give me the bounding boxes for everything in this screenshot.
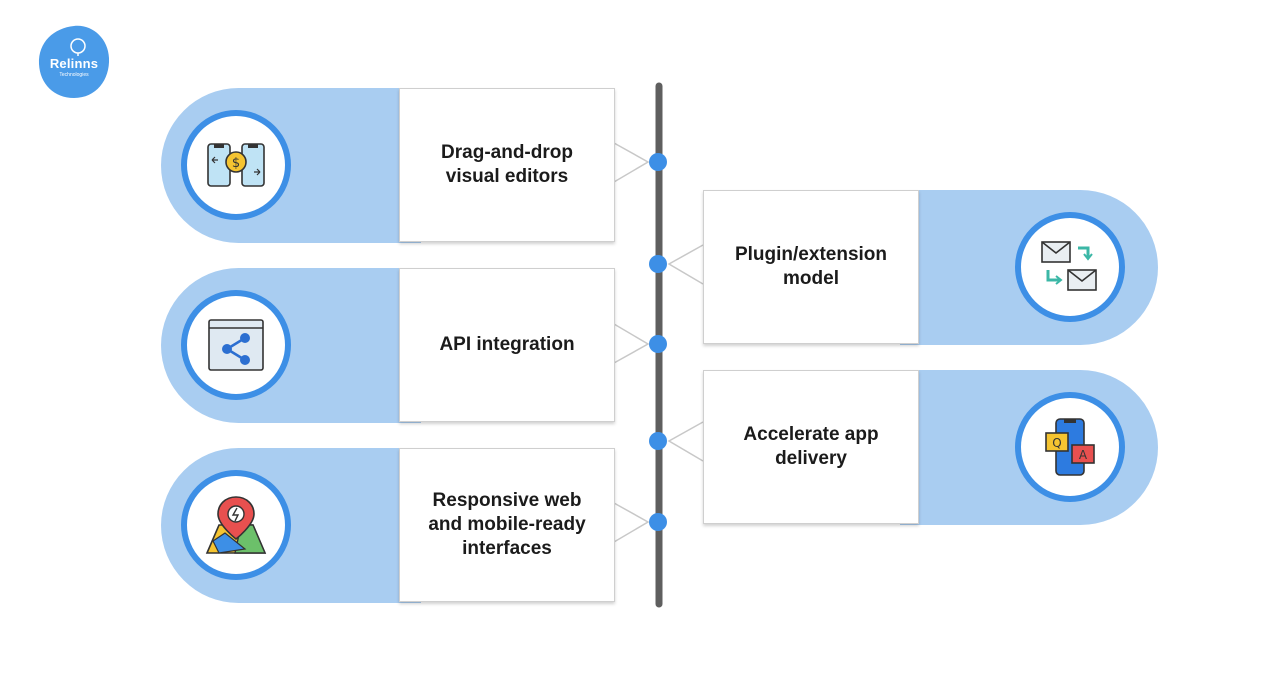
timeline-node-3 (649, 335, 667, 353)
feature-card-plugin: Plugin/extension model (703, 190, 919, 344)
connector-5 (613, 502, 650, 543)
feature-card-responsive: Responsive web and mobile-ready interfac… (399, 448, 615, 602)
qa-chat-phone-icon: Q A (1045, 418, 1095, 476)
map-location-pin-icon (205, 496, 267, 554)
timeline-node-2 (649, 255, 667, 273)
feature-card-drag-drop: Drag-and-drop visual editors (399, 88, 615, 242)
timeline-node-5 (649, 513, 667, 531)
feature-icon-circle-drag-drop: $ (181, 110, 291, 220)
feature-icon-circle-responsive (181, 470, 291, 580)
phone-payment-transfer-icon: $ (207, 143, 265, 187)
timeline-node-4 (649, 432, 667, 450)
feature-label: Responsive web and mobile-ready interfac… (428, 490, 586, 559)
feature-label: Accelerate app delivery (743, 424, 879, 469)
connector-3 (613, 323, 650, 364)
svg-text:Q: Q (1052, 436, 1061, 450)
feature-icon-circle-plugin (1015, 212, 1125, 322)
logo-subtitle: Technologies (59, 72, 89, 78)
feature-card-accelerate: Accelerate app delivery (703, 370, 919, 524)
connector-2 (667, 244, 704, 285)
connector-1 (613, 142, 650, 183)
feature-card-api: API integration (399, 268, 615, 422)
feature-icon-circle-accelerate: Q A (1015, 392, 1125, 502)
connector-4 (667, 421, 704, 462)
logo-blob-icon (38, 25, 110, 99)
feature-icon-circle-api (181, 290, 291, 400)
timeline-node-1 (649, 153, 667, 171)
svg-text:A: A (1079, 448, 1088, 462)
feature-label: Drag-and-drop visual editors (441, 142, 573, 187)
feature-label: API integration (439, 334, 575, 355)
company-logo: Relinns Technologies (38, 24, 110, 100)
share-window-icon (208, 319, 264, 371)
feature-label: Plugin/extension model (734, 244, 888, 289)
mail-exchange-icon (1041, 241, 1097, 291)
logo-name: Relinns (49, 56, 99, 71)
svg-text:$: $ (232, 156, 240, 171)
